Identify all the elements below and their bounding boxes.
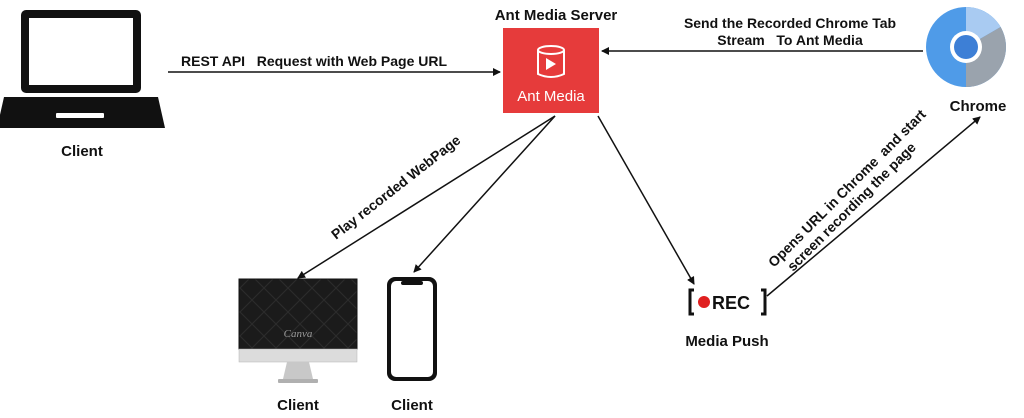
send-stream-label-line2: Stream To Ant Media bbox=[717, 32, 863, 48]
media-push-node: REC Media Push bbox=[685, 288, 769, 350]
monitor-screen-text: Canva bbox=[284, 328, 313, 340]
media-push-label: Media Push bbox=[685, 333, 768, 350]
rec-icon: REC bbox=[688, 288, 767, 316]
ant-media-server: Ant Media Server Ant Media bbox=[495, 7, 618, 113]
rest-api-label: REST API Request with Web Page URL bbox=[181, 53, 447, 69]
arrow-server-to-media-push bbox=[597, 115, 695, 285]
rec-text: REC bbox=[712, 293, 750, 313]
arrow-rest-api: REST API Request with Web Page URL bbox=[168, 53, 501, 76]
server-title: Ant Media Server bbox=[495, 7, 618, 24]
laptop-icon bbox=[0, 10, 165, 128]
client-phone-label: Client bbox=[391, 397, 433, 414]
opens-label-line1: Opens URL in Chrome and start bbox=[765, 106, 929, 270]
client-laptop-label: Client bbox=[61, 143, 103, 160]
client-monitor: Canva Client bbox=[238, 278, 358, 414]
ant-media-logo-box bbox=[503, 28, 599, 113]
ant-media-logo-text: Ant Media bbox=[517, 88, 585, 105]
send-stream-label-line1: Send the Recorded Chrome Tab bbox=[684, 15, 896, 31]
client-phone: Client bbox=[387, 277, 437, 414]
arrow-play-to-monitor bbox=[297, 115, 556, 279]
client-laptop: Client bbox=[0, 10, 165, 160]
opens-label-line2: screen recording the page bbox=[784, 139, 919, 274]
chrome-node: Chrome bbox=[926, 7, 1006, 115]
chrome-logo-icon bbox=[926, 7, 1006, 87]
arrow-play-to-phone bbox=[413, 115, 556, 273]
chrome-label: Chrome bbox=[950, 98, 1007, 115]
arrow-media-push-to-chrome: Opens URL in Chrome and start screen rec… bbox=[765, 106, 981, 297]
ant-media-logo-icon bbox=[537, 45, 565, 78]
arrow-send-stream: Send the Recorded Chrome Tab Stream To A… bbox=[601, 15, 923, 55]
imac-icon: Canva bbox=[238, 278, 358, 383]
smartphone-icon bbox=[387, 277, 437, 381]
client-monitor-label: Client bbox=[277, 397, 319, 414]
